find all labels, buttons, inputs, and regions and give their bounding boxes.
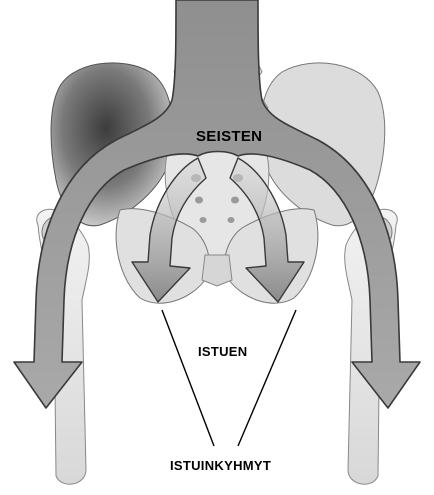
- pubic-symphysis: [202, 255, 232, 286]
- standing-label: SEISTEN: [196, 128, 262, 145]
- ischial-tuberosities-label: ISTUINKYHMYT: [170, 458, 271, 473]
- sitting-label: ISTUEN: [198, 344, 247, 359]
